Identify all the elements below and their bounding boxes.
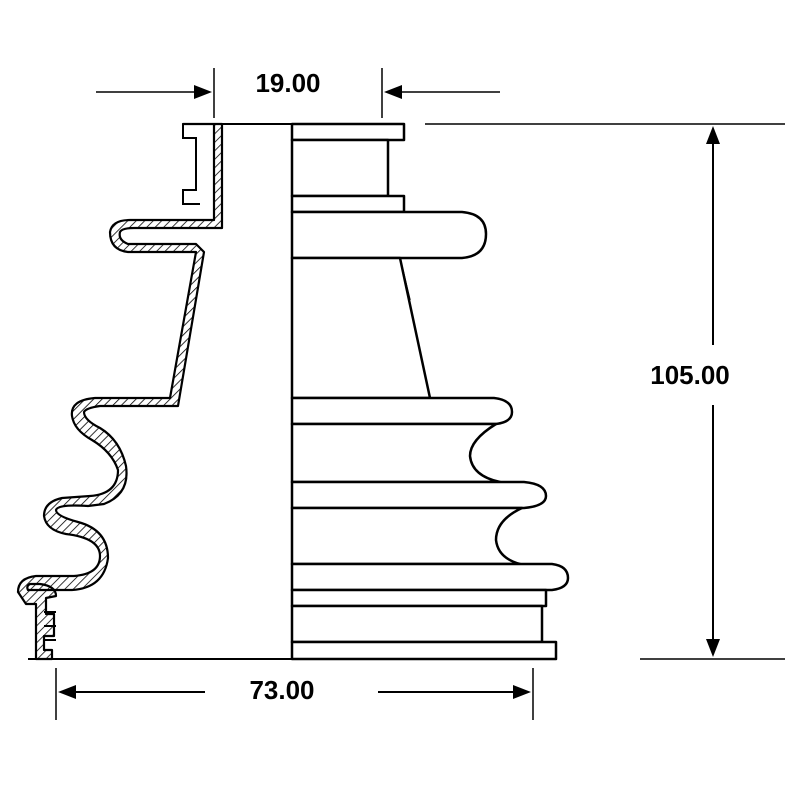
- waist-1: [290, 422, 502, 484]
- height-label: 105.00: [650, 360, 730, 390]
- top-collar-step: [182, 124, 200, 205]
- top-dimension: 19.00: [96, 68, 500, 118]
- convolution-1: [290, 210, 488, 260]
- top-collar-body: [290, 138, 390, 198]
- bottom-dim-arrow-left: [58, 685, 76, 699]
- boot-exterior-view: [290, 122, 570, 661]
- top-diameter-label: 19.00: [255, 68, 320, 98]
- bottom-collar-notches: [44, 611, 56, 641]
- top-dim-arrow-right: [384, 85, 402, 99]
- bottom-collar-body: [290, 604, 544, 644]
- top-collar-lip: [290, 122, 406, 142]
- bottom-dim-arrow-right: [513, 685, 531, 699]
- top-dim-arrow-left: [194, 85, 212, 99]
- top-collar-base: [290, 194, 406, 214]
- cone-edge-line: [399, 257, 411, 301]
- boot-wall-section: [16, 122, 224, 661]
- convolution-3: [290, 480, 548, 510]
- convolution-2: [290, 396, 514, 426]
- boot-section-view: [16, 122, 293, 661]
- bottom-diameter-label: 73.00: [249, 675, 314, 705]
- convolution-4: [290, 562, 570, 592]
- bottom-collar-base: [290, 640, 558, 661]
- bottom-dimension: 73.00: [55, 668, 534, 720]
- cone-section: [290, 256, 432, 400]
- height-dimension: 105.00: [425, 123, 785, 660]
- waist-2: [290, 506, 524, 566]
- height-dim-arrow-top: [706, 126, 720, 144]
- height-dim-arrow-bottom: [706, 639, 720, 657]
- bottom-collar-lip: [290, 588, 548, 608]
